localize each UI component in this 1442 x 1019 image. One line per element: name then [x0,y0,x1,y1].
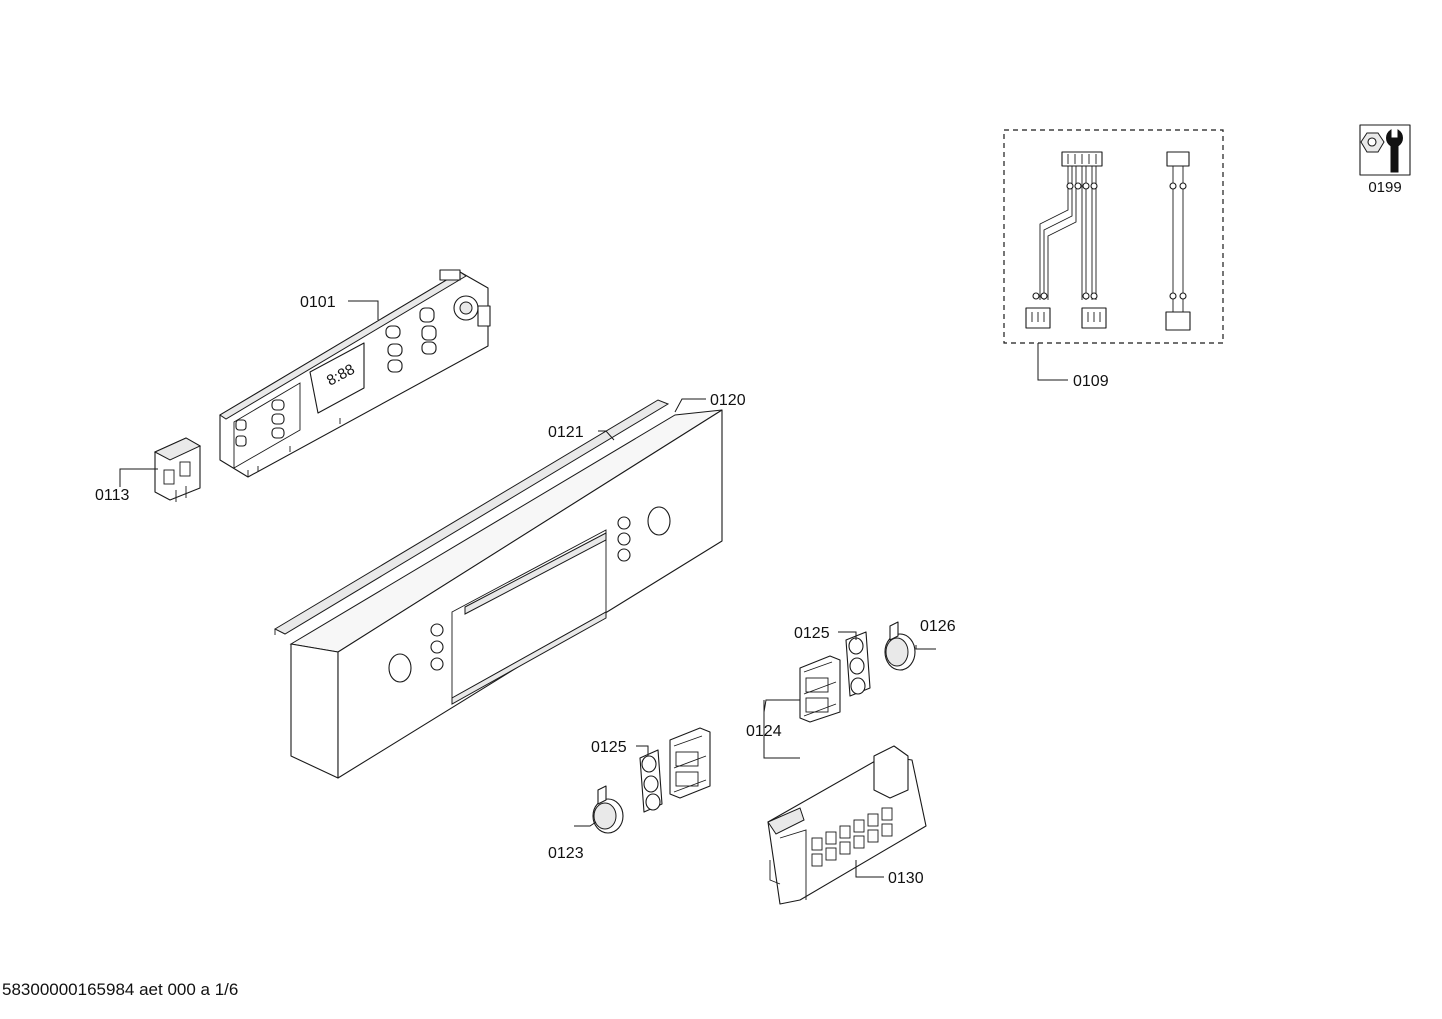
cable-harness-kit [1003,129,1224,344]
part-label-0124: 0124 [746,723,782,740]
button-set-upper [845,631,871,697]
control-board: 8:88 [219,269,491,478]
part-label-0126: 0126 [920,618,956,635]
knob-lower [592,785,624,834]
part-label-0125-upper: 0125 [794,625,830,642]
switch-block-lower [669,727,711,799]
part-label-0109: 0109 [1073,373,1109,390]
kit-boundary-box [1003,129,1224,344]
knob-upper [884,621,916,671]
mounting-bracket [767,745,927,905]
part-label-0101: 0101 [300,294,336,311]
control-panel-fascia [289,409,723,779]
part-label-0113: 0113 [95,487,130,504]
part-label-0199: 0199 [1368,179,1401,196]
part-label-0130: 0130 [888,870,924,887]
part-label-0123: 0123 [548,845,584,862]
switch-block-upper [799,655,841,723]
service-tool-icon [1359,124,1411,176]
document-footer-id: 58300000165984 aet 000 a 1/6 [2,980,239,999]
seal-strip [273,399,670,635]
part-label-0125-lower: 0125 [591,739,627,756]
part-label-0120: 0120 [710,392,746,409]
button-set-lower [639,749,663,813]
part-label-0121: 0121 [548,424,584,441]
connector-clip [153,437,202,502]
